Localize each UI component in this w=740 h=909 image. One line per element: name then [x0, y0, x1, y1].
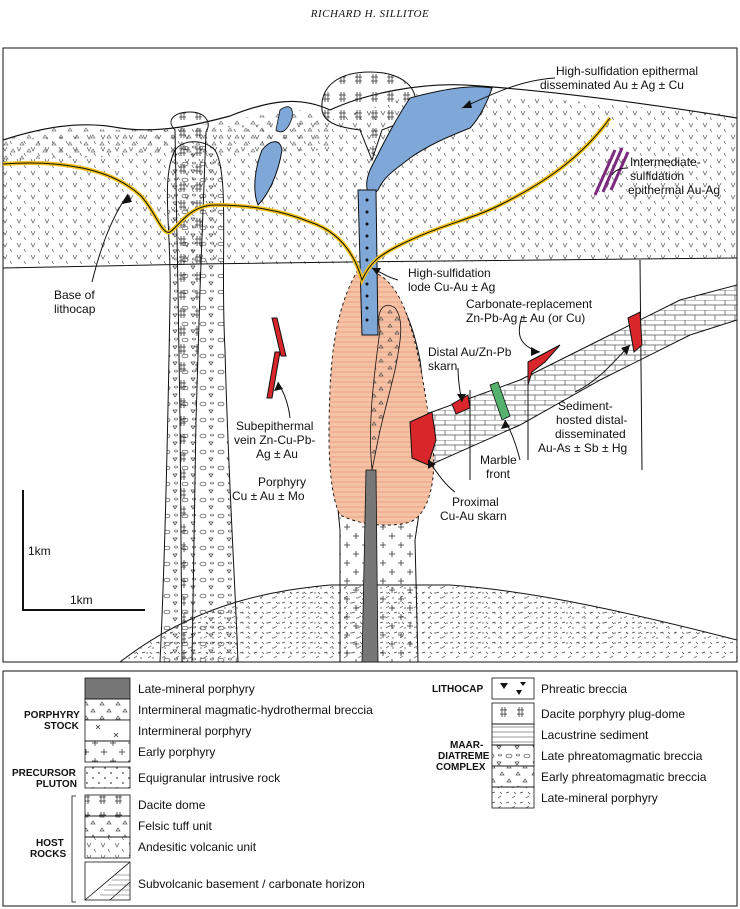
svg-text:ROCKS: ROCKS: [30, 849, 66, 860]
dacite-plug-marks: [500, 707, 524, 717]
legend-item-intermineral-porphyry: Intermineral porphyry: [138, 724, 251, 738]
host-rocks-bracket: [71, 795, 76, 903]
legend-item-early-porphyry: Early porphyry: [138, 745, 215, 759]
svg-text:PLUTON: PLUTON: [36, 779, 77, 790]
legend-group-maar-diatreme: MAAR- DIATREME COMPLEX: [436, 740, 490, 773]
legend-item-basement: Subvolcanic basement / carbonate horizon: [138, 877, 365, 891]
svg-text:HOST: HOST: [36, 838, 64, 849]
svg-text:Cu ± Au ± Mo: Cu ± Au ± Mo: [232, 489, 305, 503]
legend-item-lacustrine: Lacustrine sediment: [541, 728, 649, 742]
hs-blue-small: [275, 106, 293, 133]
legend-item-andesitic: Andesitic volcanic unit: [138, 840, 257, 854]
svg-text:Sediment-: Sediment-: [558, 399, 613, 413]
label-hs-epithermal: High-sulfidation epithermal disseminated…: [540, 64, 698, 92]
svg-text:lode Cu-Au ± Ag: lode Cu-Au ± Ag: [408, 280, 495, 294]
svg-text:Ag ± Au: Ag ± Au: [256, 447, 298, 461]
hs-blue-left: [254, 141, 283, 206]
legend-item-equigranular: Equigranular intrusive rock: [138, 771, 281, 785]
svg-text:disseminated Au ± Ag ± Cu: disseminated Au ± Ag ± Cu: [540, 78, 684, 92]
svg-text:Carbonate-replacement: Carbonate-replacement: [466, 297, 593, 311]
label-base-lithocap: Base of lithocap: [54, 288, 96, 316]
intermineral-breccia: [370, 304, 402, 471]
legend-item-intermineral-breccia: Intermineral magmatic-hydrothermal brecc…: [138, 703, 373, 717]
svg-text:Base of: Base of: [54, 288, 95, 302]
marble-front: [489, 381, 511, 421]
legend-group-porphyry-stock: PORPHYRY STOCK: [24, 710, 80, 732]
hs-lode: [357, 189, 379, 336]
svg-text:Marble: Marble: [480, 453, 517, 467]
label-subepithermal: Subepithermal vein Zn-Cu-Pb- Ag ± Au: [234, 419, 315, 461]
carbonate-horizon: [409, 284, 737, 466]
svg-text:Porphyry: Porphyry: [258, 475, 306, 489]
legend-item-late-phreatomagmatic: Late phreatomagmatic breccia: [541, 749, 703, 763]
legend-right-swatches: [491, 677, 535, 809]
svg-text:Distal Au/Zn-Pb: Distal Au/Zn-Pb: [428, 345, 512, 359]
svg-text:Intermediate-: Intermediate-: [630, 155, 701, 169]
topographic-surface: [3, 84, 737, 141]
svg-text:disseminated: disseminated: [555, 427, 626, 441]
label-sediment-hosted: Sediment- hosted distal- disseminated Au…: [538, 399, 627, 455]
svg-text:COMPLEX: COMPLEX: [436, 762, 486, 773]
svg-text:vein Zn-Cu-Pb-: vein Zn-Cu-Pb-: [234, 433, 315, 447]
legend-item-early-phreatomagmatic: Early phreatomagmatic breccia: [541, 770, 707, 784]
svg-text:front: front: [486, 467, 511, 481]
svg-text:Cu-Au skarn: Cu-Au skarn: [440, 509, 507, 523]
svg-text:MAAR-: MAAR-: [450, 740, 483, 751]
legend-group-host-rocks: HOST ROCKS: [30, 838, 66, 860]
label-carbonate-replacement: Carbonate-replacement Zn-Pb-Ag ± Au (or …: [466, 297, 593, 325]
scale-bar: 1km 1km: [22, 490, 145, 611]
legend-item-late-mineral-porphyry: Late-mineral porphyry: [138, 682, 255, 696]
legend-item-felsic-tuff: Felsic tuff unit: [138, 819, 212, 833]
late-mineral-porphyry-dike: [361, 469, 379, 662]
felsic-tuff-unit: [3, 110, 330, 160]
svg-text:PRECURSOR: PRECURSOR: [12, 768, 77, 779]
svg-text:sulfidation: sulfidation: [630, 169, 684, 183]
subepithermal-vein: [266, 317, 287, 399]
svg-text:skarn: skarn: [428, 359, 457, 373]
phreatic-breccia-marks: [500, 682, 526, 695]
legend-group-precursor-pluton: PRECURSOR PLUTON: [12, 768, 77, 790]
hs-epithermal-body: [366, 86, 493, 195]
dacite-plug-dome: [170, 111, 209, 662]
svg-text:hosted distal-: hosted distal-: [556, 413, 627, 427]
svg-text:Au-As ± Sb ± Hg: Au-As ± Sb ± Hg: [538, 441, 627, 455]
scale-horizontal-label: 1km: [70, 593, 93, 607]
legend-item-dacite-plug-dome: Dacite porphyry plug-dome: [541, 707, 685, 721]
legend-left-items: Late-mineral porphyry Intermineral magma…: [138, 682, 373, 891]
legend-item-dacite-dome: Dacite dome: [138, 798, 206, 812]
svg-text:High-sulfidation epithermal: High-sulfidation epithermal: [556, 64, 698, 78]
intermineral-x-marks: [95, 724, 119, 738]
svg-text:Subepithermal: Subepithermal: [236, 419, 313, 433]
label-is-epithermal: Intermediate- sulfidation epithermal Au-…: [628, 155, 720, 197]
label-marble-front: Marble front: [480, 453, 517, 481]
svg-text:lithocap: lithocap: [54, 302, 96, 316]
sediment-hosted-body: [627, 311, 643, 353]
legend-left-swatches: [84, 677, 131, 901]
running-header: RICHARD H. SILLITOE: [310, 8, 430, 20]
svg-text:epithermal Au-Ag: epithermal Au-Ag: [628, 183, 720, 197]
label-hs-lode: High-sulfidation lode Cu-Au ± Ag: [408, 266, 495, 294]
carbonate-replacement-body: [527, 344, 561, 386]
svg-text:DIATREME: DIATREME: [438, 751, 490, 762]
label-porphyry: Porphyry Cu ± Au ± Mo: [232, 475, 306, 503]
svg-text:High-sulfidation: High-sulfidation: [408, 266, 491, 280]
basement-bricks: [100, 874, 130, 896]
svg-text:Zn-Pb-Ag ± Au (or Cu): Zn-Pb-Ag ± Au (or Cu): [466, 311, 585, 325]
svg-text:STOCK: STOCK: [44, 721, 80, 732]
label-distal-skarn: Distal Au/Zn-Pb skarn: [428, 345, 512, 373]
legend-right-items: Phreatic breccia Dacite porphyry plug-do…: [541, 682, 707, 805]
svg-text:PORPHYRY: PORPHYRY: [24, 710, 80, 721]
legend-group-lithocap: LITHOCAP: [432, 684, 483, 695]
is-veins: [593, 147, 630, 196]
proximal-skarn: [409, 411, 437, 466]
leader-arrowheads: [122, 100, 630, 469]
legend-item-phreatic-breccia: Phreatic breccia: [541, 682, 627, 696]
legend-item-late-mineral-porphyry-2: Late-mineral porphyry: [541, 791, 658, 805]
label-proximal-skarn: Proximal Cu-Au skarn: [440, 495, 507, 523]
scale-vertical-label: 1km: [28, 544, 51, 558]
svg-text:Proximal: Proximal: [452, 495, 499, 509]
